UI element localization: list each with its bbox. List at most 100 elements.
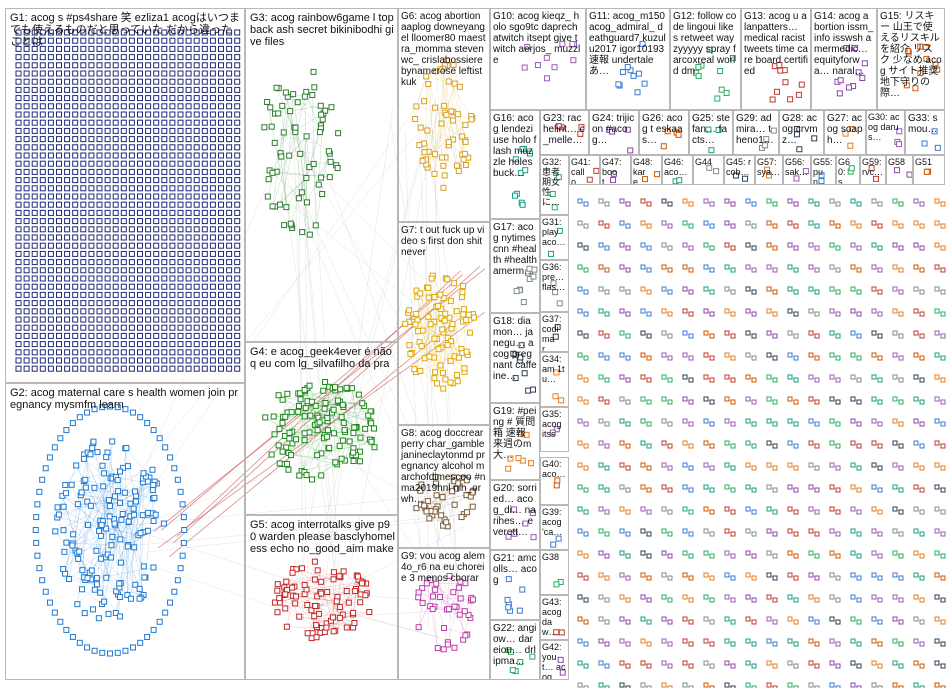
g1-node <box>15 177 22 184</box>
g4-edge <box>307 387 371 440</box>
g2-edge <box>62 495 121 540</box>
g1-node <box>72 70 79 77</box>
g1-node <box>145 119 152 126</box>
g1-node <box>88 29 95 36</box>
g1-node <box>31 70 38 77</box>
g1-node <box>104 29 111 36</box>
g1-node <box>31 185 38 192</box>
g1-node <box>104 70 111 77</box>
group-label-g28: G28: acog crvmz… <box>782 113 818 146</box>
g1-node <box>169 185 176 192</box>
g1-node <box>201 111 208 118</box>
group-label-g39: G39: acog 'ca… <box>542 507 565 537</box>
group-label-g31: G31: play aco… <box>542 217 566 247</box>
g1-node <box>218 54 224 61</box>
group-panel-g31: G31: play aco… <box>540 215 569 260</box>
group-panel-g13: G13: acog u alanpatters… medical racist … <box>741 8 811 110</box>
g3-edge <box>292 94 308 203</box>
g1-node <box>226 45 233 52</box>
group-label-g34: G34: am 1tu… <box>542 354 565 384</box>
g1-node <box>120 177 127 184</box>
inter-group-edge <box>318 109 393 627</box>
g1-node <box>112 78 119 85</box>
group-panel-g34: G34: am 1tu… <box>540 352 569 407</box>
g1-node <box>177 86 184 93</box>
g1-node <box>226 201 233 208</box>
g7-edge <box>420 324 431 371</box>
g1-node <box>64 136 71 143</box>
g7-edge <box>416 278 432 315</box>
g1-node <box>185 86 192 93</box>
g1-node <box>56 168 62 175</box>
g1-node <box>96 37 103 44</box>
inter-group-edge <box>444 296 459 607</box>
g3-edge <box>304 96 308 203</box>
g1-node <box>23 95 30 102</box>
g1-node <box>234 193 241 200</box>
g1-node <box>104 201 111 208</box>
g1-node <box>31 95 38 102</box>
g1-node <box>201 136 208 143</box>
g1-node <box>64 144 71 151</box>
g1-node <box>31 177 38 184</box>
g1-node <box>137 86 143 93</box>
group-label-g33: G33: s mou… <box>908 113 941 135</box>
g3-edge <box>279 177 307 205</box>
g1-node <box>64 70 71 77</box>
group-label-g40: G40: aco… <box>542 459 566 479</box>
g1-node <box>80 193 87 200</box>
g1-node <box>104 62 111 69</box>
g1-node <box>193 78 200 85</box>
g1-node <box>112 62 119 69</box>
g1-node <box>80 119 87 126</box>
g7-edge <box>420 293 441 366</box>
g6-edge <box>416 76 427 107</box>
group-panel-g15: G15: リスキー 山王で使えるリスキルを紹介 リスク 少なめ acog サイト… <box>877 8 945 110</box>
g1-node <box>112 119 119 126</box>
g1-node <box>145 54 152 61</box>
inter-group-edge <box>298 434 324 590</box>
g1-node <box>112 160 119 167</box>
g1-node <box>72 78 79 85</box>
g1-node <box>185 185 192 192</box>
g1-node <box>145 111 152 118</box>
group-label-g23: G23: rachelint… c_melle… <box>543 113 585 146</box>
g1-node <box>201 78 208 85</box>
g1-node <box>177 209 184 216</box>
group-panel-g43: G43: acog daw… <box>540 595 569 640</box>
g4-edge <box>265 417 322 454</box>
g1-node <box>47 127 54 134</box>
g1-node <box>96 45 103 52</box>
g1-node <box>209 185 216 192</box>
inter-group-edge <box>286 177 470 610</box>
g1-node <box>64 119 71 126</box>
g1-node <box>80 37 87 44</box>
g1-node <box>177 127 184 134</box>
g1-node <box>153 193 160 200</box>
g1-node <box>104 136 111 143</box>
group-label-g45: G45: rcob… <box>726 157 752 177</box>
g1-node <box>104 86 111 93</box>
g1-node <box>193 144 200 151</box>
g1-node <box>145 78 152 85</box>
g2-edge <box>127 512 149 547</box>
g1-node <box>201 160 208 167</box>
g1-node <box>47 201 54 208</box>
group-panel-g2: G2: acog maternal care s health women jo… <box>5 383 245 680</box>
group-label-g16: G16: acog lendezi use holo flash muzzle … <box>493 113 537 179</box>
g1-node <box>56 185 62 192</box>
g1-node <box>112 86 119 93</box>
g1-node <box>161 177 168 184</box>
g1-node <box>128 62 135 69</box>
g1-node <box>39 144 46 151</box>
g1-node <box>80 177 87 184</box>
g4-edge <box>325 402 371 412</box>
group-panel-g27: G27: acog soaph… <box>824 110 866 155</box>
g1-node <box>31 152 38 159</box>
g1-node <box>201 119 208 126</box>
g1-node <box>23 193 30 200</box>
g7-edge <box>419 342 458 382</box>
g1-node <box>128 201 135 208</box>
g6-edge <box>441 81 449 124</box>
g1-node <box>177 78 184 85</box>
